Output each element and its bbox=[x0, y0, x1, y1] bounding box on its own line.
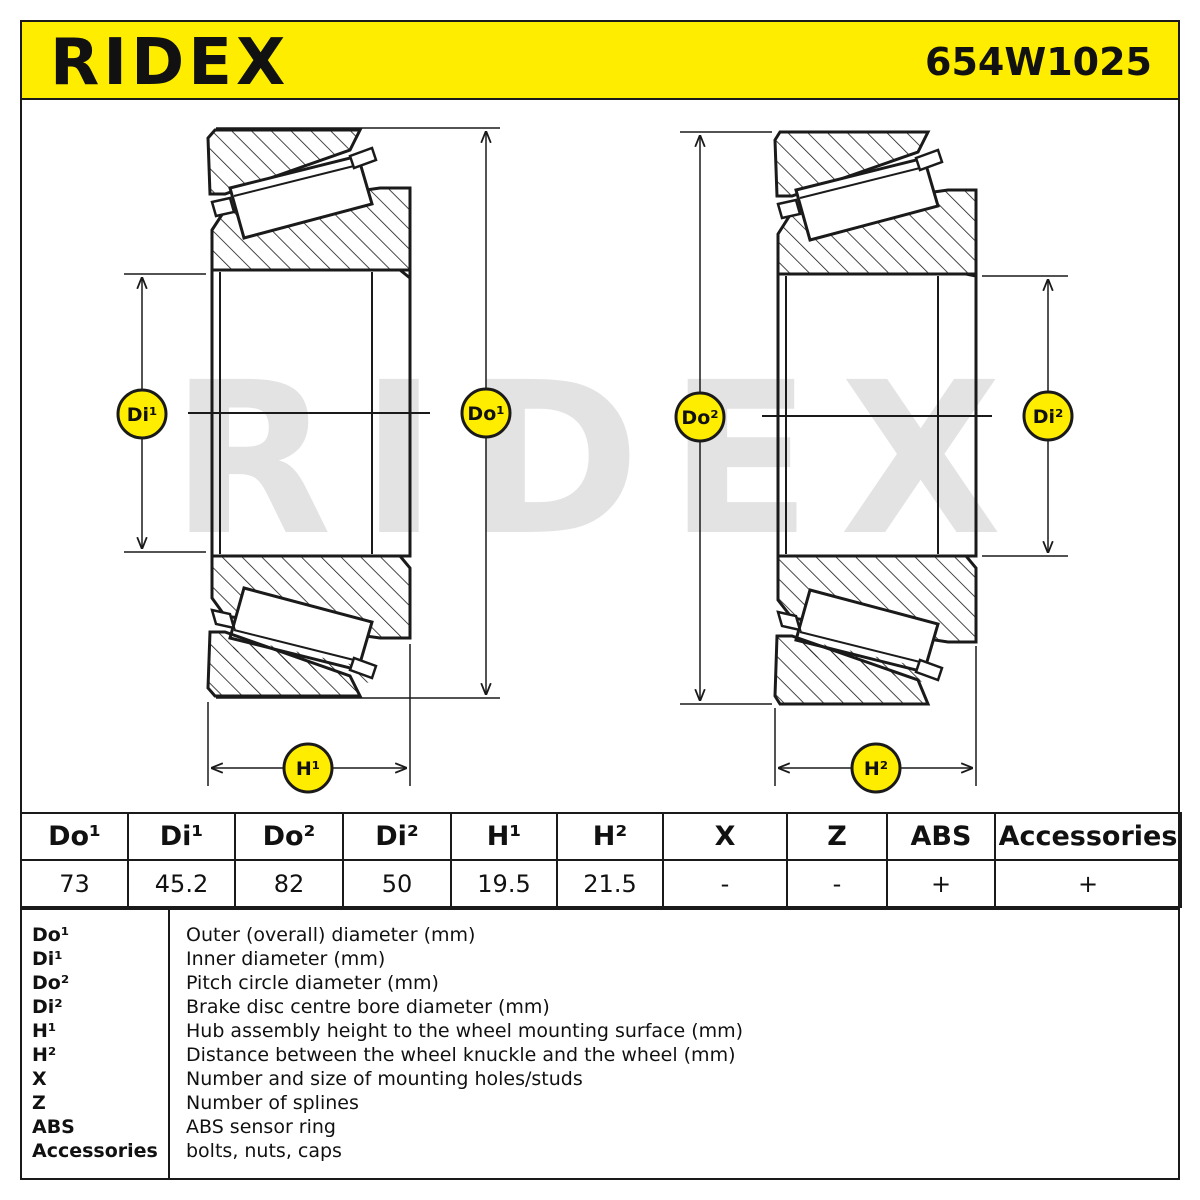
legend-abbr: Accessories bbox=[32, 1140, 158, 1162]
legend-divider bbox=[168, 910, 170, 1178]
legend-row: Do¹ Outer (overall) diameter (mm) bbox=[22, 924, 1178, 948]
table-header-cell: Do² bbox=[234, 812, 344, 861]
legend-row: Do² Pitch circle diameter (mm) bbox=[22, 972, 1178, 996]
legend-desc: Outer (overall) diameter (mm) bbox=[186, 924, 476, 946]
badge-h2: H² bbox=[850, 742, 902, 794]
legend-row: H² Distance between the wheel knuckle an… bbox=[22, 1044, 1178, 1068]
dimensions-table: Do¹ Di¹ Do² Di² H¹ H² X Z ABS Accessorie… bbox=[20, 812, 1182, 908]
legend-row: H¹ Hub assembly height to the wheel moun… bbox=[22, 1020, 1178, 1044]
table-cell: - bbox=[662, 859, 788, 908]
badge-do1-label: Do¹ bbox=[467, 403, 504, 425]
legend-desc: Hub assembly height to the wheel mountin… bbox=[186, 1020, 744, 1042]
table-row: 73 45.2 82 50 19.5 21.5 - - + + bbox=[20, 859, 1182, 908]
left-bearing bbox=[124, 127, 500, 786]
legend-abbr: ABS bbox=[32, 1116, 75, 1138]
legend-row: Accessories bolts, nuts, caps bbox=[22, 1140, 1178, 1164]
legend-abbr: Z bbox=[32, 1092, 46, 1114]
table-cell: 45.2 bbox=[127, 859, 236, 908]
badge-do2: Do² bbox=[674, 391, 726, 443]
table-header-cell: Accessories bbox=[994, 812, 1182, 861]
legend-desc: Pitch circle diameter (mm) bbox=[186, 972, 439, 994]
table-cell: 19.5 bbox=[450, 859, 558, 908]
legend-box: Do¹ Outer (overall) diameter (mm) Di¹ In… bbox=[20, 908, 1180, 1180]
badge-h2-label: H² bbox=[864, 758, 888, 780]
badge-h1-label: H¹ bbox=[296, 758, 320, 780]
header-bar: RIDEX 654W1025 bbox=[20, 20, 1180, 100]
table-header-row: Do¹ Di¹ Do² Di² H¹ H² X Z ABS Accessorie… bbox=[20, 812, 1182, 861]
legend-abbr: Di² bbox=[32, 996, 63, 1018]
brand-logo: RIDEX bbox=[50, 26, 290, 100]
legend-row: X Number and size of mounting holes/stud… bbox=[22, 1068, 1178, 1092]
table-header-cell: H¹ bbox=[450, 812, 558, 861]
table-cell: 73 bbox=[20, 859, 129, 908]
table-header-cell: Di² bbox=[342, 812, 452, 861]
legend-row: ABS ABS sensor ring bbox=[22, 1116, 1178, 1140]
badge-di2: Di² bbox=[1022, 390, 1074, 442]
table-header-cell: Di¹ bbox=[127, 812, 236, 861]
badge-di2-label: Di² bbox=[1033, 406, 1064, 428]
badge-di1-label: Di¹ bbox=[127, 404, 158, 426]
legend-abbr: Do¹ bbox=[32, 924, 70, 946]
table-cell: 82 bbox=[234, 859, 344, 908]
badge-do2-label: Do² bbox=[681, 407, 718, 429]
legend-desc: Inner diameter (mm) bbox=[186, 948, 386, 970]
table-header-cell: ABS bbox=[886, 812, 996, 861]
legend-row: Di¹ Inner diameter (mm) bbox=[22, 948, 1178, 972]
legend-abbr: Di¹ bbox=[32, 948, 63, 970]
legend-abbr: H² bbox=[32, 1044, 57, 1066]
badge-do1: Do¹ bbox=[460, 387, 512, 439]
legend-row: Z Number of splines bbox=[22, 1092, 1178, 1116]
table-cell: 21.5 bbox=[556, 859, 664, 908]
bearing-drawing: RIDEX bbox=[20, 98, 1180, 814]
legend-desc: Number and size of mounting holes/studs bbox=[186, 1068, 583, 1090]
right-bearing bbox=[680, 130, 1068, 786]
watermark-text: RIDEX bbox=[170, 337, 1030, 582]
part-number: 654W1025 bbox=[925, 40, 1152, 84]
badge-di1: Di¹ bbox=[116, 388, 168, 440]
table-header-cell: X bbox=[662, 812, 788, 861]
legend-desc: Brake disc centre bore diameter (mm) bbox=[186, 996, 550, 1018]
legend-desc: Number of splines bbox=[186, 1092, 359, 1114]
table-cell: + bbox=[886, 859, 996, 908]
legend-abbr: X bbox=[32, 1068, 47, 1090]
table-cell: - bbox=[786, 859, 888, 908]
legend-abbr: H¹ bbox=[32, 1020, 57, 1042]
legend-desc: ABS sensor ring bbox=[186, 1116, 336, 1138]
table-cell: 50 bbox=[342, 859, 452, 908]
legend-row: Di² Brake disc centre bore diameter (mm) bbox=[22, 996, 1178, 1020]
badge-h1: H¹ bbox=[282, 742, 334, 794]
legend-abbr: Do² bbox=[32, 972, 70, 994]
table-header-cell: Z bbox=[786, 812, 888, 861]
table-header-cell: H² bbox=[556, 812, 664, 861]
table-cell: + bbox=[994, 859, 1182, 908]
table-header-cell: Do¹ bbox=[20, 812, 129, 861]
legend-desc: Distance between the wheel knuckle and t… bbox=[186, 1044, 736, 1066]
legend-desc: bolts, nuts, caps bbox=[186, 1140, 342, 1162]
